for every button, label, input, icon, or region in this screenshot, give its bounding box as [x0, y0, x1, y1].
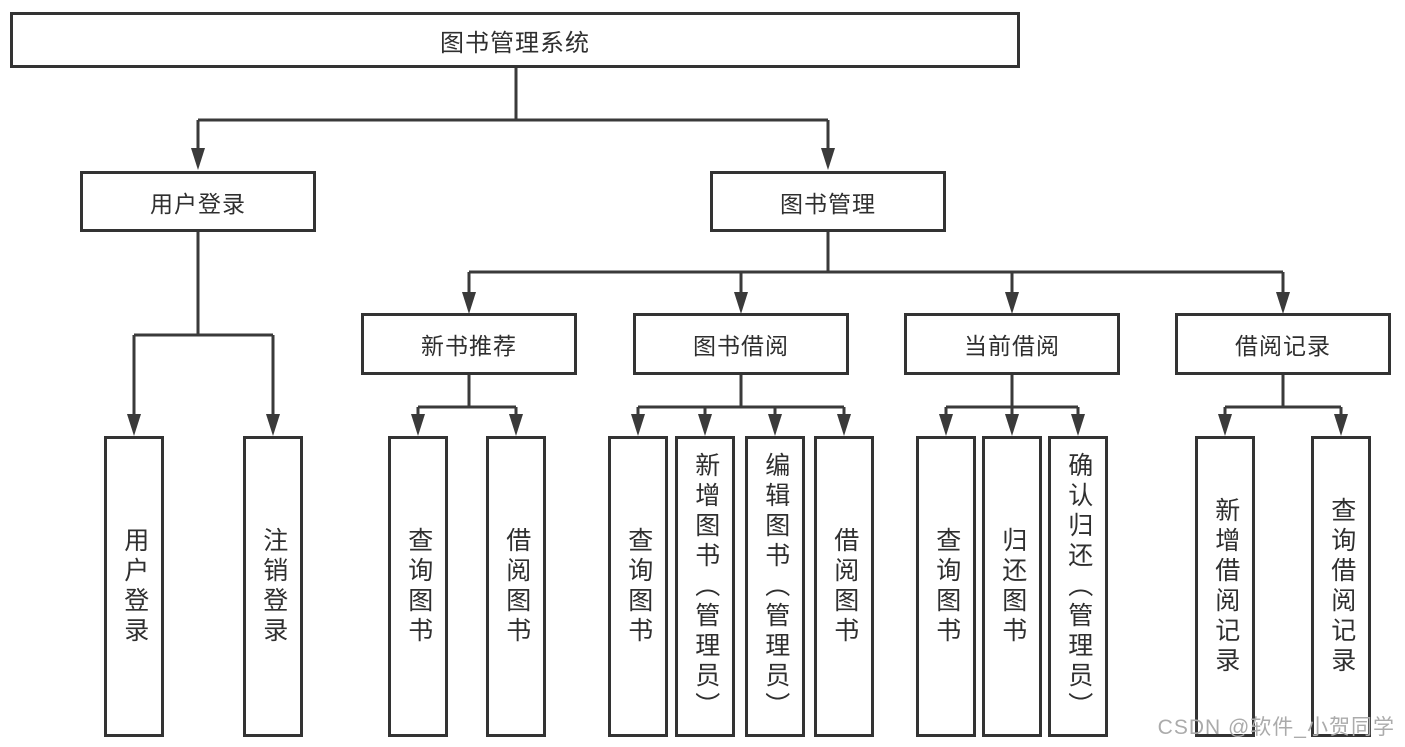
- leaf-confirm-return-admin: 确认归还（管理员）: [1048, 436, 1108, 737]
- node-label: 图书管理系统: [440, 29, 590, 57]
- node-book-borrowing: 图书借阅: [633, 313, 849, 375]
- node-label: 图书借阅: [693, 333, 789, 359]
- leaf-add-borrow-record: 新增借阅记录: [1195, 436, 1255, 737]
- leaf-label: 新增图书（管理员）: [691, 451, 720, 722]
- leaf-recommend-borrow-books: 借阅图书: [486, 436, 546, 737]
- watermark: CSDN @软件_小贺同学: [1157, 716, 1395, 739]
- node-label: 用户登录: [150, 190, 246, 217]
- leaf-current-query-books: 查询图书: [916, 436, 976, 737]
- node-label: 当前借阅: [964, 333, 1060, 359]
- leaf-borrowing-borrow-books: 借阅图书: [814, 436, 874, 737]
- leaf-label: 查询图书: [404, 526, 433, 647]
- leaf-borrowing-query-books: 查询图书: [608, 436, 668, 737]
- node-current-borrowing: 当前借阅: [904, 313, 1120, 375]
- leaf-label: 确认归还（管理员）: [1064, 451, 1093, 722]
- node-new-book-recommend: 新书推荐: [361, 313, 577, 375]
- leaf-user-login: 用户登录: [104, 436, 164, 737]
- leaf-label: 归还图书: [998, 526, 1027, 647]
- node-label: 新书推荐: [421, 333, 517, 359]
- leaf-label: 借阅图书: [502, 526, 531, 647]
- node-borrowing-records: 借阅记录: [1175, 313, 1391, 375]
- node-label: 借阅记录: [1235, 333, 1331, 359]
- arrowheads: [127, 148, 1348, 436]
- leaf-logout: 注销登录: [243, 436, 303, 737]
- leaf-label: 注销登录: [259, 526, 288, 647]
- leaf-recommend-query-books: 查询图书: [388, 436, 448, 737]
- leaf-label: 借阅图书: [830, 526, 859, 647]
- leaf-label: 新增借阅记录: [1211, 496, 1240, 677]
- leaf-label: 查询图书: [932, 526, 961, 647]
- leaf-label: 用户登录: [120, 526, 149, 647]
- leaf-label: 编辑图书（管理员）: [761, 451, 790, 722]
- leaf-edit-book-admin: 编辑图书（管理员）: [745, 436, 805, 737]
- node-library-system: 图书管理系统: [10, 12, 1020, 68]
- node-label: 图书管理: [780, 190, 876, 217]
- node-user-login: 用户登录: [80, 171, 316, 232]
- leaf-query-borrow-record: 查询借阅记录: [1311, 436, 1371, 737]
- leaf-return-books: 归还图书: [982, 436, 1042, 737]
- node-book-management: 图书管理: [710, 171, 946, 232]
- leaf-label: 查询借阅记录: [1327, 496, 1356, 677]
- leaf-label: 查询图书: [624, 526, 653, 647]
- leaf-add-book-admin: 新增图书（管理员）: [675, 436, 735, 737]
